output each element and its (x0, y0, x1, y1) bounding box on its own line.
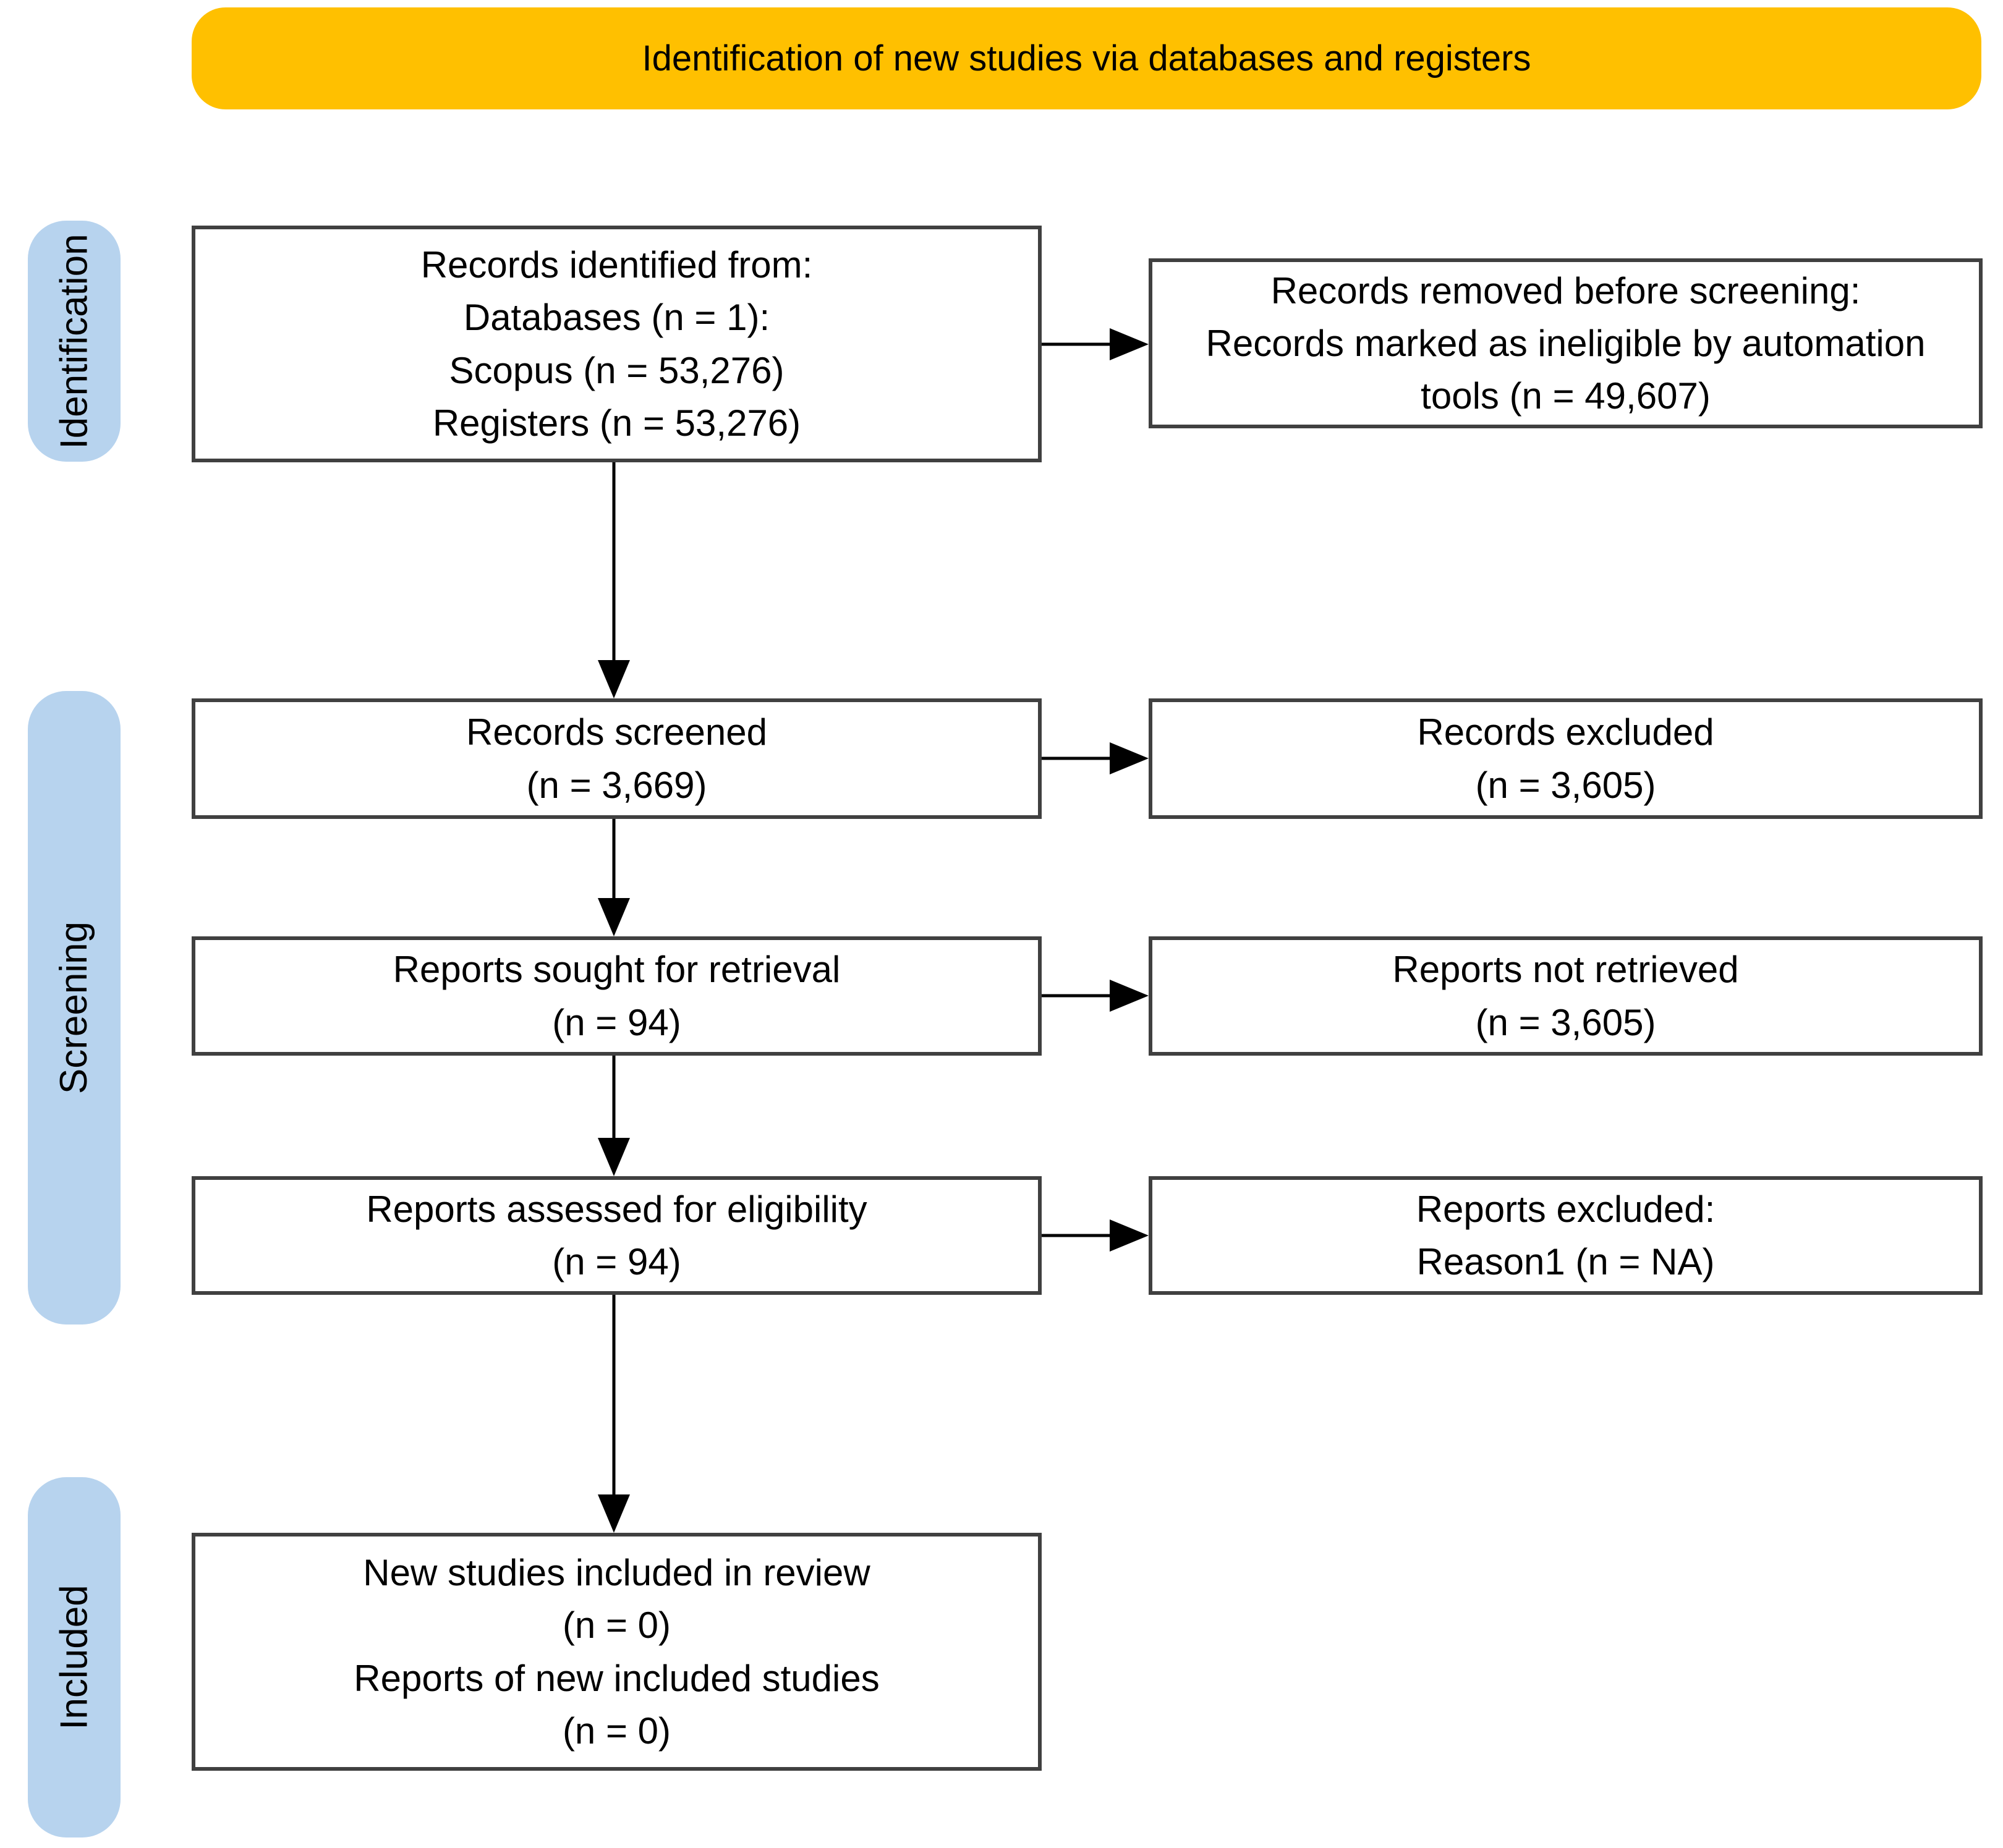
arrow-sought-to-not-retrieved (1042, 980, 1149, 1012)
box-reports-excluded: Reports excluded: Reason1 (n = NA) (1149, 1176, 1983, 1295)
box-records-excluded: Records excluded (n = 3,605) (1149, 698, 1983, 819)
box-line: (n = 3,605) (1475, 1001, 1656, 1043)
arrow-assessed-to-reports-excluded (1042, 1219, 1149, 1252)
banner-title: Identification of new studies via databa… (192, 7, 1981, 109)
arrow-screened-to-excluded (1042, 742, 1149, 774)
box-line: Reports sought for retrieval (393, 949, 841, 991)
box-line: Scopus (n = 53,276) (449, 349, 785, 391)
arrow-sought-to-assessed (598, 1056, 630, 1176)
box-line: (n = 0) (562, 1604, 671, 1647)
box-line: Records excluded (1417, 711, 1714, 753)
arrow-identified-to-screened (598, 462, 630, 698)
box-new-studies-included: New studies included in review (n = 0) R… (192, 1533, 1042, 1771)
arrow-screened-to-sought (598, 819, 630, 936)
box-line: (n = 94) (552, 1241, 681, 1282)
box-records-removed: Records removed before screening: Record… (1149, 258, 1983, 428)
box-line: Records marked as ineligible by automati… (1206, 322, 1926, 364)
box-reports-not-retrieved: Reports not retrieved (n = 3,605) (1149, 936, 1983, 1056)
box-line: New studies included in review (363, 1552, 870, 1594)
arrow-identified-to-removed (1042, 328, 1149, 360)
box-records-identified: Records identified from: Databases (n = … (192, 226, 1042, 462)
box-line: Reports assessed for eligibility (366, 1188, 867, 1230)
box-records-screened: Records screened (n = 3,669) (192, 698, 1042, 819)
box-reports-assessed: Reports assessed for eligibility (n = 94… (192, 1176, 1042, 1295)
banner-title-text: Identification of new studies via databa… (642, 38, 1531, 78)
box-line: Records removed before screening: (1270, 269, 1861, 312)
box-line: Records identified from: (420, 244, 813, 286)
arrow-assessed-to-included (598, 1295, 630, 1533)
box-line: Records screened (466, 711, 767, 753)
stage-label-identification: Identification (28, 221, 121, 462)
box-line: Databases (n = 1): (463, 297, 770, 339)
box-line: (n = 3,605) (1475, 764, 1656, 806)
stage-label-included-text: Included (53, 1585, 96, 1730)
stage-label-included: Included (28, 1477, 121, 1837)
stage-label-screening-text: Screening (53, 921, 96, 1095)
box-line: (n = 0) (562, 1710, 671, 1752)
box-line: Reports excluded: (1416, 1188, 1716, 1230)
box-reports-sought: Reports sought for retrieval (n = 94) (192, 936, 1042, 1056)
box-line: Registers (n = 53,276) (432, 402, 801, 444)
stage-label-identification-text: Identification (53, 233, 96, 449)
box-line: (n = 94) (552, 1001, 681, 1043)
box-line: tools (n = 49,607) (1421, 375, 1711, 417)
box-line: (n = 3,669) (526, 764, 707, 806)
box-line: Reason1 (n = NA) (1416, 1241, 1715, 1282)
box-line: Reports of new included studies (354, 1657, 880, 1699)
stage-label-screening: Screening (28, 691, 121, 1325)
box-line: Reports not retrieved (1392, 949, 1739, 991)
